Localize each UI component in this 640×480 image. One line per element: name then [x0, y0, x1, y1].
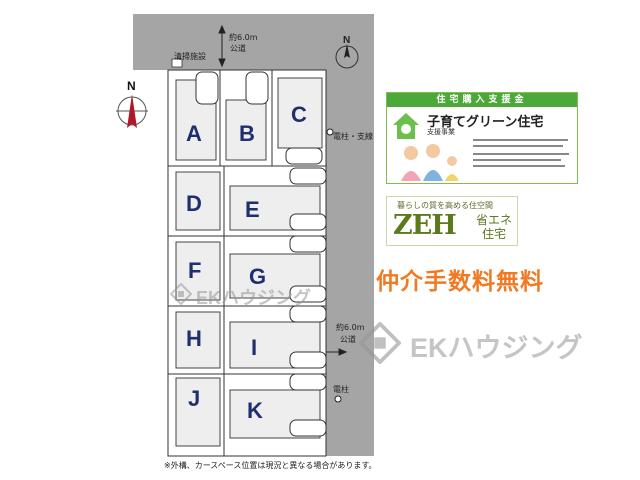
- north-arrow-small-icon: N: [335, 35, 359, 69]
- utility-pole-bottom-icon: [334, 395, 342, 403]
- lot-letter-k: K: [247, 398, 263, 423]
- zeh-card: 暮らしの質を高める住空間 ZEH 省エネ 住宅: [386, 196, 518, 246]
- green-house-logo-icon: [393, 113, 419, 139]
- zeh-label-line1: 省エネ: [475, 213, 512, 227]
- house-footprints: [175, 77, 323, 447]
- banner-subtitle: 支援事業: [427, 128, 455, 136]
- lot-letter-c: C: [291, 102, 307, 127]
- utility-pole-top-label: 電柱・支線: [333, 131, 373, 141]
- watermark-brand-large: EKハウジング: [410, 333, 583, 363]
- road-top-arrow: [218, 24, 226, 68]
- brokerage-fee-free: 仲介手数料無料: [376, 269, 544, 295]
- zeh-logo: ZEH: [393, 210, 457, 241]
- zeh-label: 省エネ 住宅: [473, 213, 515, 241]
- lot-letters: A B C D E F G H I J K: [186, 102, 307, 423]
- zeh-tagline: 暮らしの質を高める住空間: [397, 201, 493, 210]
- road-top-label-2: 公道: [230, 43, 246, 53]
- lot-letter-e: E: [245, 197, 260, 222]
- banner-fine-print: [473, 139, 569, 167]
- road-top-label: 約6.0m: [229, 32, 258, 42]
- cleaning-facility-label: 清掃施設: [174, 51, 206, 61]
- zeh-label-line2: 住宅: [481, 227, 506, 241]
- lot-letter-h: H: [186, 326, 202, 351]
- cleaning-facility: [171, 58, 183, 68]
- family-illustration-icon: [401, 144, 459, 181]
- lot-letter-f: F: [188, 258, 201, 283]
- road-right-label-2: 公道: [340, 334, 356, 344]
- layout-disclaimer: ※外構、カースペース位置は現況と異なる場合があります。: [164, 461, 377, 470]
- banner-header: 住宅購入支援金: [387, 93, 577, 107]
- lot-letter-i: I: [251, 335, 257, 360]
- compass-icon: N: [116, 79, 148, 128]
- lot-letter-a: A: [186, 121, 202, 146]
- banner-title: 子育てグリーン住宅: [427, 115, 544, 130]
- svg-text:N: N: [127, 79, 136, 93]
- lot-letter-d: D: [186, 191, 202, 216]
- lot-letter-g: G: [249, 264, 266, 289]
- lot-letter-j: J: [188, 386, 200, 411]
- road-top: [133, 14, 374, 456]
- subsidy-banner: 住宅購入支援金 子育てグリーン住宅 支援事業: [386, 92, 578, 184]
- utility-pole-top-icon: [326, 128, 334, 136]
- svg-text:N: N: [343, 35, 350, 46]
- ek-logo-watermark-icon: [359, 322, 401, 364]
- utility-pole-bottom-label: 電柱: [333, 384, 349, 394]
- ek-logo-watermark-icon: [170, 283, 192, 305]
- car-icons: [195, 71, 327, 437]
- road-right-label: 約6.0m: [336, 322, 365, 332]
- watermark-brand-small: EKハウジング: [196, 288, 312, 308]
- lot-letter-b: B: [239, 121, 255, 146]
